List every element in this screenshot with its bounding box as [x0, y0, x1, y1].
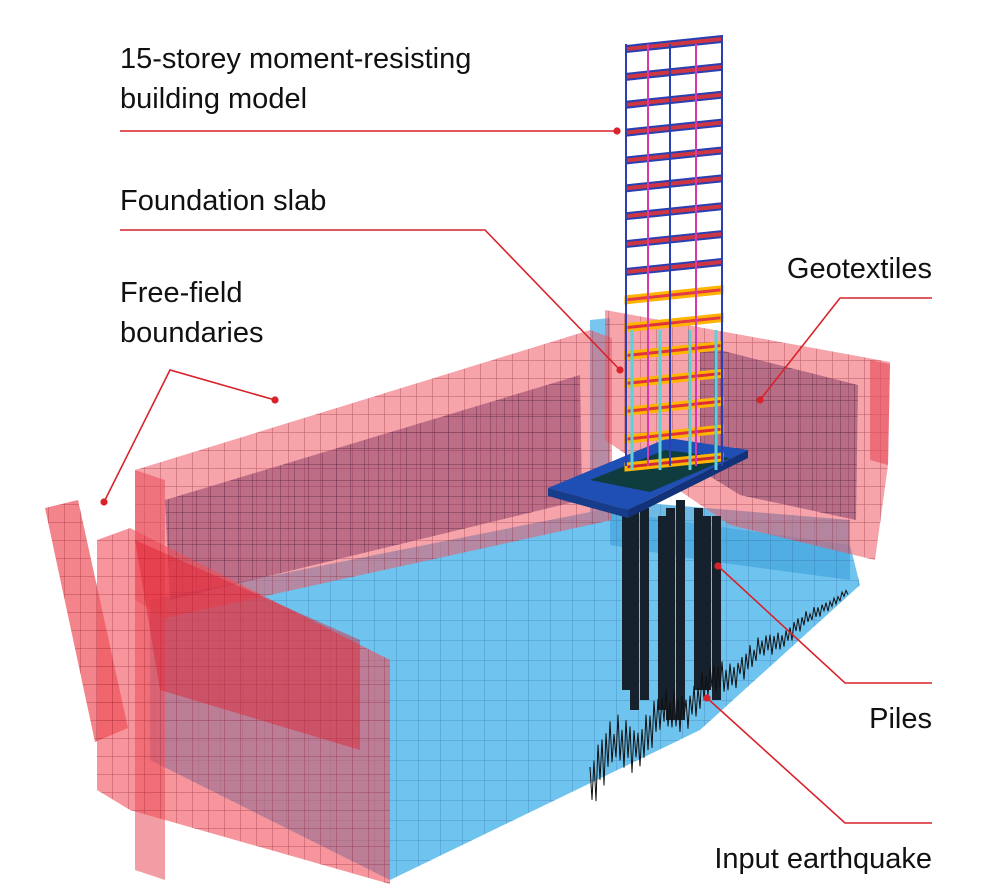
floor-slab [625, 174, 723, 193]
earthquake-waveform [589, 589, 849, 802]
callout-dot-foundation [616, 366, 624, 374]
callout-line-earthquake [706, 697, 932, 824]
floor-slab [625, 62, 723, 81]
pile [640, 508, 649, 700]
pile [666, 508, 675, 720]
floor-slab [624, 285, 724, 305]
pile [694, 508, 703, 690]
callout-dot-building [613, 127, 621, 135]
floor-slab [625, 90, 723, 109]
pile [630, 500, 639, 710]
callout-line-geotextiles [759, 297, 932, 401]
building-frame [624, 34, 724, 472]
pile [712, 516, 721, 700]
pile [702, 516, 711, 690]
callout-dots [100, 127, 764, 702]
callout-dot-earthquake [703, 694, 711, 702]
floor-slab [625, 34, 723, 54]
pile [676, 500, 685, 720]
callouts [103, 130, 932, 824]
label-piles: Piles [869, 703, 932, 735]
pile [622, 500, 631, 690]
label-input-earthquake: Input earthquake [714, 843, 932, 875]
label-free-field-line1: Free-field [120, 277, 243, 309]
piles-group [622, 500, 721, 720]
callout-line-free-field [103, 369, 276, 503]
floor-slab [625, 202, 723, 221]
callout-dot-piles [714, 562, 722, 570]
callout-line-foundation [120, 229, 621, 371]
floor-slab [625, 257, 723, 277]
label-free-field-line2: boundaries [120, 317, 264, 349]
callout-dot-geotextiles [756, 396, 764, 404]
label-foundation-slab: Foundation slab [120, 185, 327, 217]
free-field-wall-front [97, 528, 390, 884]
floor-slab [625, 146, 723, 165]
floor-slab [625, 118, 723, 137]
callout-line-piles [717, 565, 932, 684]
label-building-line2: building model [120, 83, 308, 115]
callout-dot-free-field-a [271, 396, 279, 404]
callout-dot-free-field-b [100, 498, 108, 506]
free-field-column [45, 500, 128, 742]
free-field-wall-right [605, 310, 890, 560]
floor-slab [625, 229, 723, 249]
label-building-line1: 15-storey moment-resisting [120, 43, 472, 75]
label-geotextiles: Geotextiles [786, 253, 932, 285]
pile [658, 516, 667, 710]
